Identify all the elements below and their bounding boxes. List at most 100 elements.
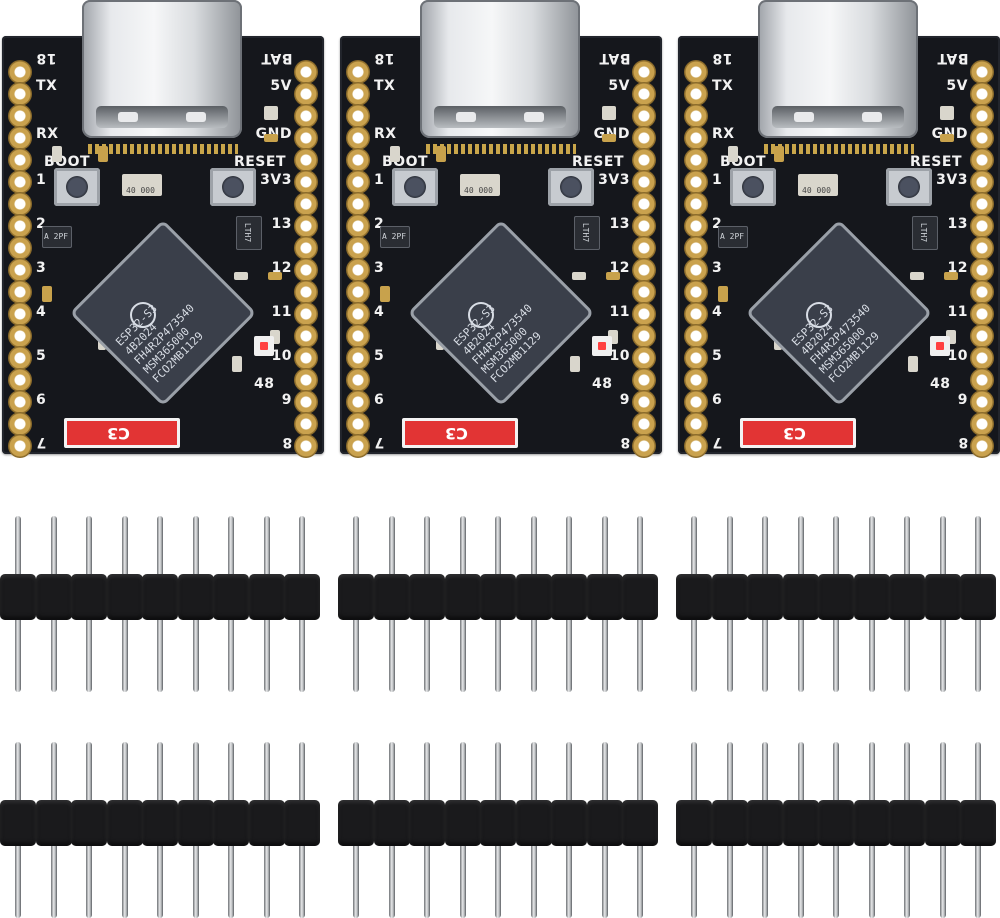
castellated-pad [8,236,32,260]
castellated-pad [8,412,32,436]
pin-label-right: 10 [271,348,292,364]
pin-label-left: RX [374,126,397,142]
castellated-pad [632,302,656,326]
header-plastic-block [480,800,516,846]
castellated-pad [632,236,656,260]
castellated-pad [684,148,708,172]
pin-label-left: TX [374,78,396,94]
castellated-pad [8,148,32,172]
boot-button[interactable] [392,168,438,206]
pin-label-right: 11 [271,304,292,320]
castellated-pad [294,82,318,106]
castellated-pad [294,170,318,194]
castellated-pad [684,258,708,282]
pin-label-right: BAT [260,50,292,66]
header-plastic-block [676,574,712,620]
castellated-pad [294,434,318,458]
castellated-pad [294,368,318,392]
boot-button[interactable] [54,168,100,206]
smd-component [728,146,738,162]
header-plastic-block [586,574,623,620]
castellated-pad [970,346,994,370]
pin-label-right: 8 [281,434,292,450]
smd-component [944,272,958,280]
castellated-pad [970,434,994,458]
castellated-pad [684,368,708,392]
smd-component [572,272,586,280]
header-plastic-block [782,574,819,620]
castellated-pad [346,412,370,436]
pin-label-left: 18 [36,50,57,66]
dev-boards: 18TXRXBOOT1234567BAT5VGNDRESET3V31312111… [2,0,1000,458]
smd-component [910,272,924,280]
reset-button[interactable] [210,168,256,206]
castellated-pad [294,192,318,216]
castellated-pad [8,82,32,106]
usb-c-connector [758,0,918,138]
castellated-pad [684,192,708,216]
smd-component [602,134,616,142]
regulator-marking: LTH7 [243,222,253,243]
pin-label-left: 5 [712,348,723,364]
castellated-pad [8,368,32,392]
pin-label-right: 3V3 [936,172,968,188]
castellated-pad [970,214,994,238]
crystal [460,174,500,196]
reset-button[interactable] [548,168,594,206]
castellated-pad [346,236,370,260]
usb-c-connector [82,0,242,138]
diode [380,226,410,248]
pin-label-right: 9 [619,392,630,408]
header-plastic-block [71,574,107,620]
pin-label-left: 3 [712,260,723,276]
esp32-s3-board: 18TXRXBOOT1234567BAT5VGNDRESET3V31312111… [340,0,662,458]
reset-button[interactable] [886,168,932,206]
pin-label-left: 6 [36,392,47,408]
castellated-pad [294,412,318,436]
esp32-s3-board: 18TXRXBOOT1234567BAT5VGNDRESET3V31312111… [678,0,1000,458]
header-plastic-block [444,800,481,846]
castellated-pad [8,192,32,216]
header-plastic-block [747,800,783,846]
pin-header-strip [338,516,658,692]
castellated-pad [684,346,708,370]
castellated-pad [294,280,318,304]
pin-label-left: 3 [374,260,385,276]
smd-component [98,336,106,350]
smd-component [264,134,278,142]
castellated-pad [684,390,708,414]
header-plastic-block [284,574,320,620]
c3-label-text: C3 [107,424,130,443]
castellated-pad [632,390,656,414]
header-plastic-block [853,800,890,846]
pin-label-right: 5V [608,78,630,94]
pin-label-left: TX [712,78,734,94]
header-plastic-block [480,574,516,620]
smd-component [774,336,782,350]
pin-label-left: 7 [712,434,723,450]
castellated-pad [684,324,708,348]
castellated-pad [346,434,370,458]
header-plastic-block [0,800,36,846]
castellated-pad [346,192,370,216]
boot-button[interactable] [730,168,776,206]
c3-label-text: C3 [445,424,468,443]
header-plastic-block [924,574,961,620]
pin-label-left: 4 [712,304,723,320]
smd-component [570,356,580,372]
usb-pins [88,144,238,154]
castellated-pad [684,214,708,238]
castellated-pad [8,324,32,348]
header-plastic-block [409,574,445,620]
led-pin-label: 48 [254,376,275,392]
pin-label-right: BAT [936,50,968,66]
smd-component [52,146,62,162]
crystal [122,174,162,196]
pin-label-left: 5 [374,348,385,364]
pin-label-right: 13 [609,216,630,232]
pin-label-right: RESET [909,154,962,170]
pin-label-left: 18 [374,50,395,66]
pin-label-left: 3 [36,260,47,276]
castellated-pad [632,192,656,216]
castellated-pad [346,346,370,370]
